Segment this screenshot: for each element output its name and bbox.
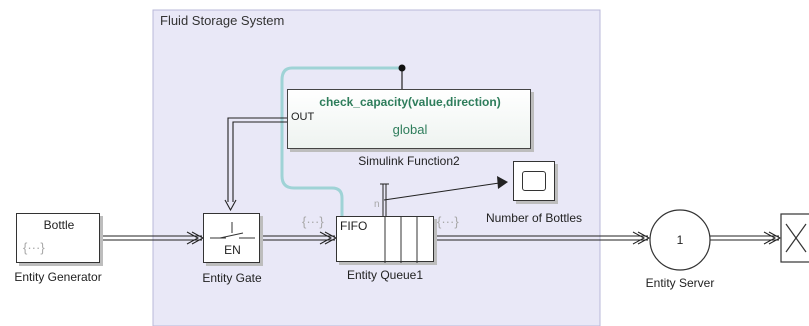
queue-n-port-label: n: [374, 199, 380, 210]
generator-label: Bottle: [43, 218, 75, 232]
scope-screen-icon: [522, 171, 546, 191]
out-to-gate-line: [227, 117, 288, 202]
simulink-function-caption: Simulink Function2: [358, 154, 460, 168]
gate-enable-label: EN: [224, 243, 241, 257]
server-capacity-label: 1: [676, 233, 684, 247]
entity-gate-block[interactable]: EN: [203, 213, 260, 263]
function-call-line: [280, 66, 402, 220]
scope-block[interactable]: [513, 161, 555, 201]
queue-fifo-label: FIFO: [340, 219, 368, 233]
simulink-function-block[interactable]: check_capacity(value,direction) OUT glob…: [287, 89, 531, 149]
entity-queue-caption: Entity Queue1: [346, 268, 424, 282]
entity-generator-block[interactable]: Bottle {···}: [16, 213, 100, 263]
subsystem-title: Fluid Storage System: [160, 13, 285, 28]
gate-switch-icon: [210, 222, 255, 239]
entity-icon: {···}: [23, 240, 45, 255]
entity-server-block[interactable]: [649, 209, 711, 271]
entity-server-caption: Entity Server: [645, 276, 715, 290]
entity-generator-caption: Entity Generator: [14, 270, 102, 284]
function-scope: global: [392, 122, 428, 137]
entity-icon-right: {···}: [437, 214, 459, 229]
queue-to-scope-line: [383, 181, 507, 201]
queue-slots-icon: [384, 217, 418, 263]
function-out-port: OUT: [291, 111, 315, 123]
function-signature: check_capacity(value,direction): [319, 95, 501, 109]
function-trigger-dot: [398, 64, 406, 72]
entity-gate-caption: Entity Gate: [202, 271, 262, 285]
gate-enable-arrow: [224, 199, 237, 212]
scope-caption: Number of Bottles: [485, 211, 583, 225]
entity-queue-block[interactable]: FIFO: [336, 216, 434, 263]
terminator-block[interactable]: [780, 213, 809, 263]
entity-icon-left: {···}: [302, 214, 324, 229]
